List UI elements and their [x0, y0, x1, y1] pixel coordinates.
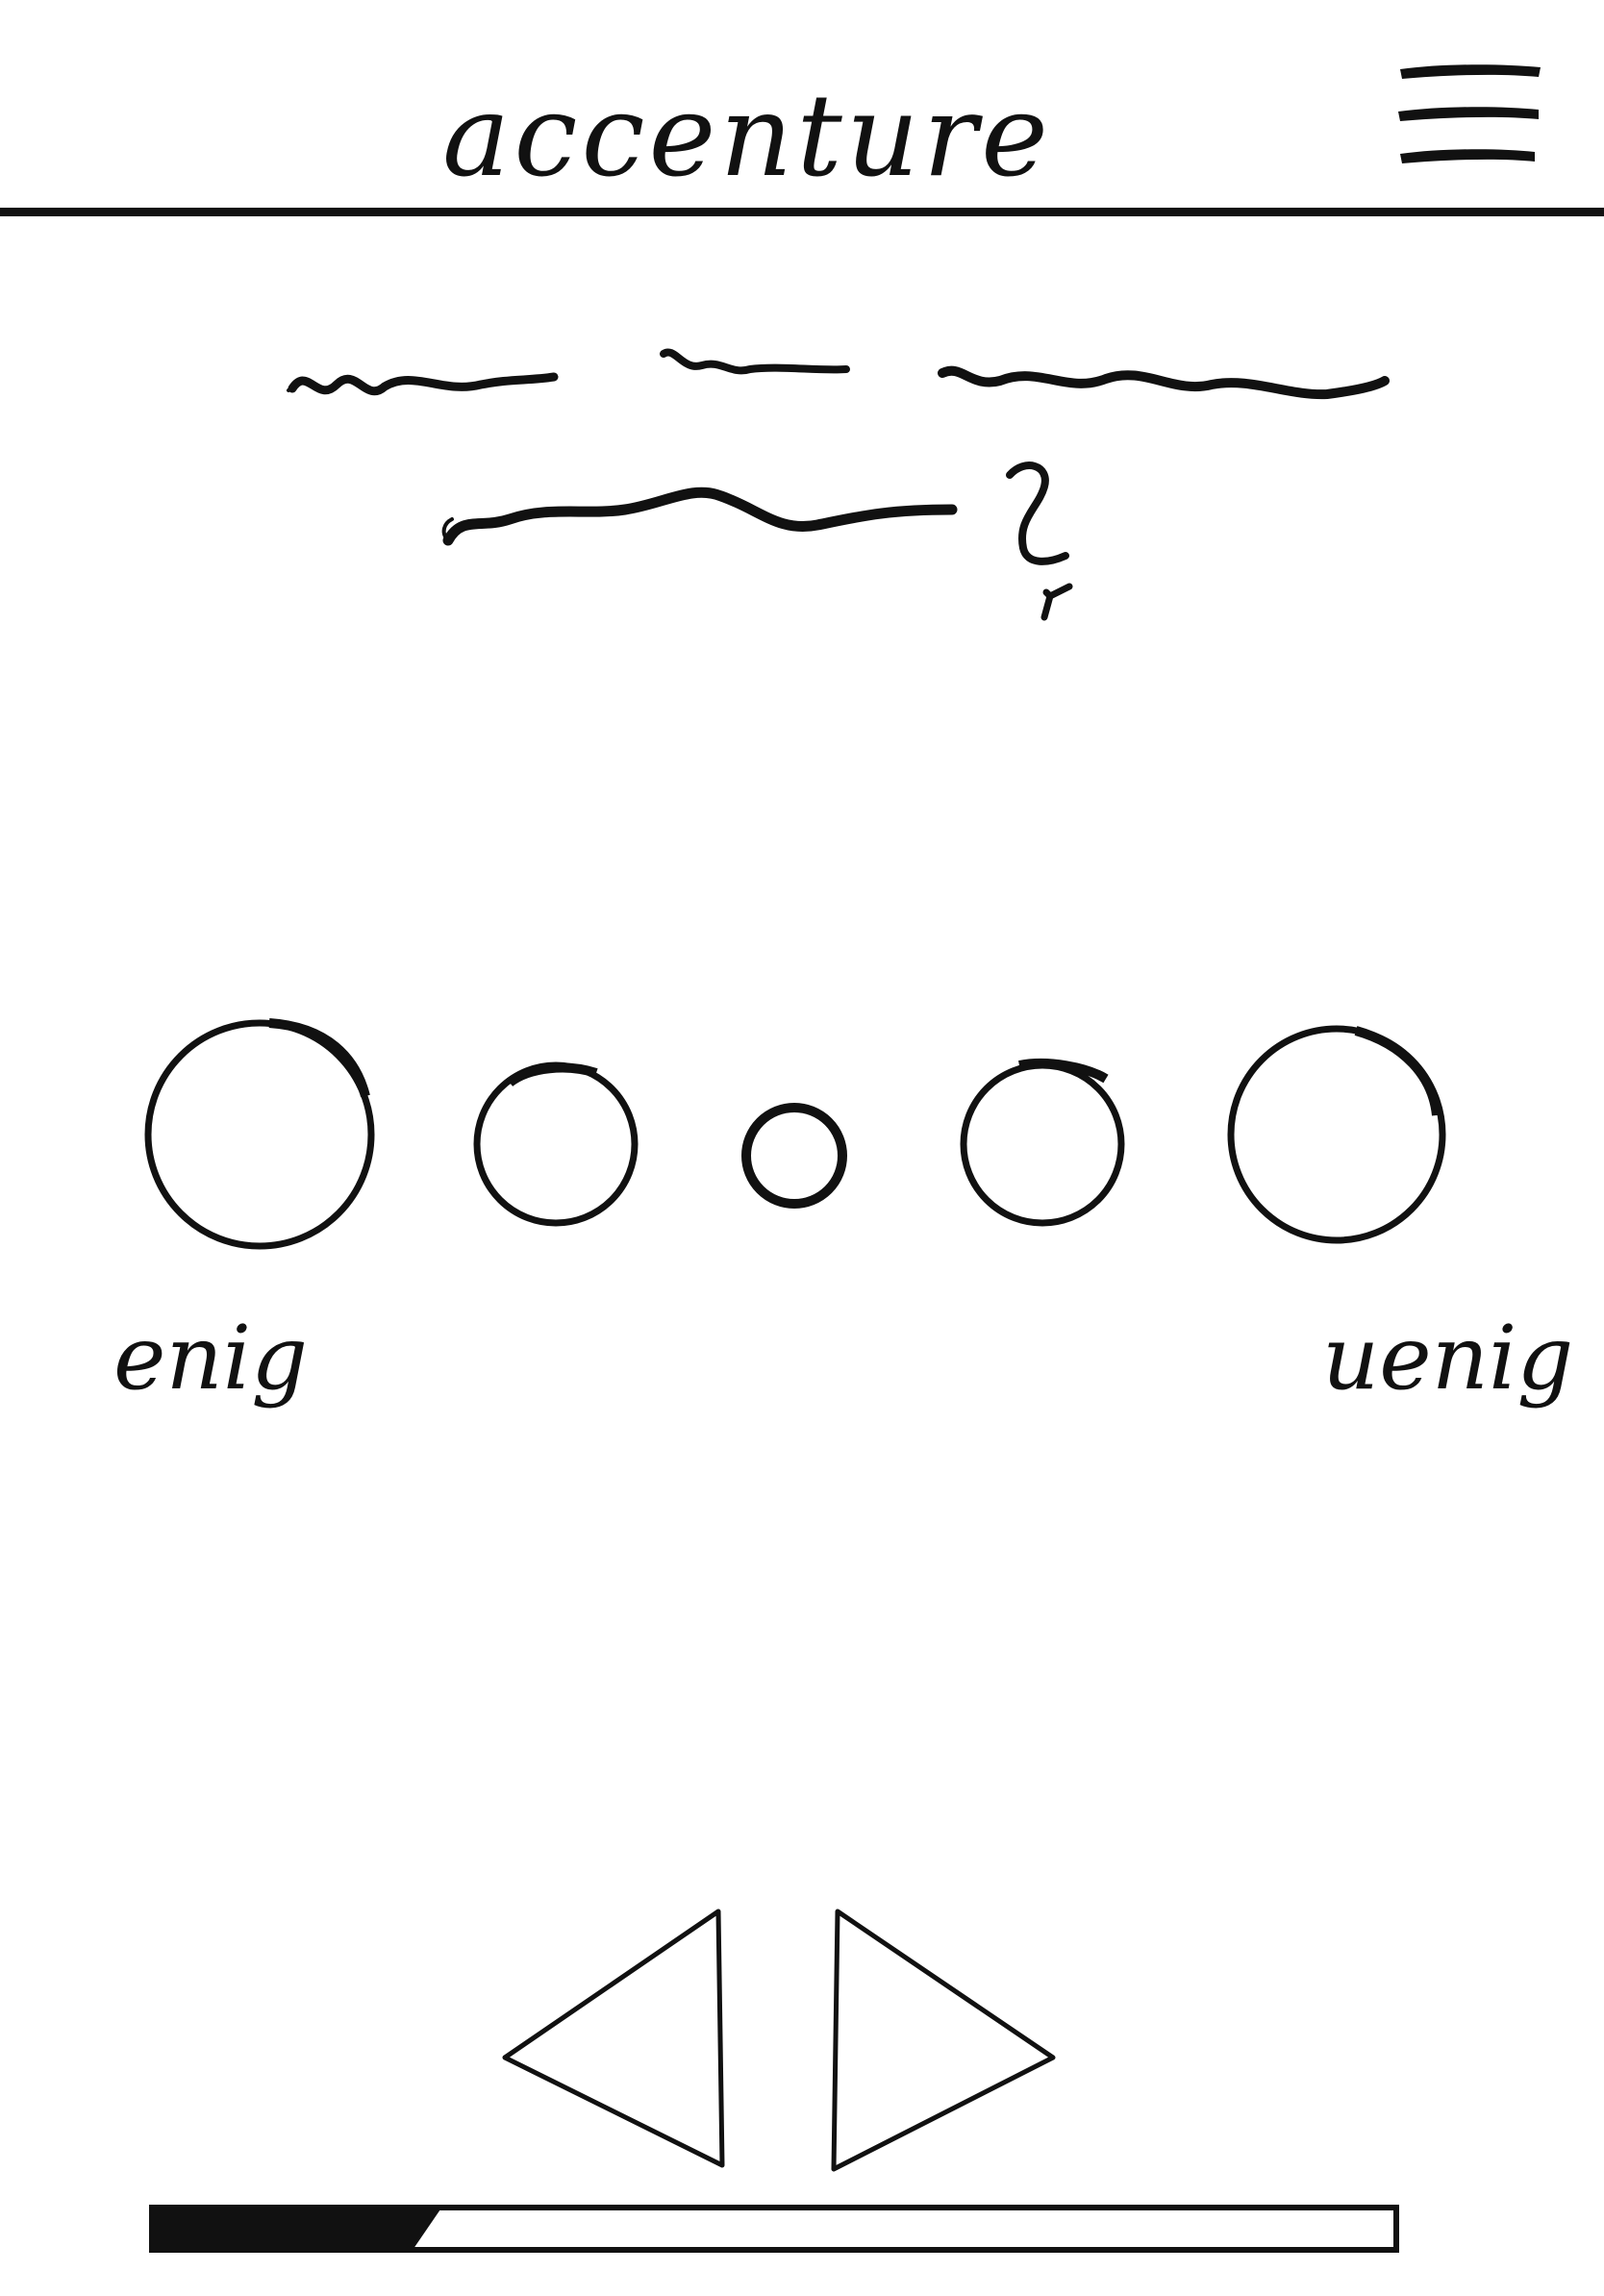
- triangle-left-icon: [502, 1909, 725, 2168]
- scale-label-right: uenig: [1322, 1307, 1574, 1410]
- menu-button[interactable]: [1394, 58, 1548, 183]
- progress-fill: [155, 2210, 439, 2247]
- header: accenture: [0, 0, 1604, 221]
- progress-track: [149, 2205, 1399, 2253]
- progress-bar: [149, 2197, 1409, 2262]
- previous-button[interactable]: [495, 1904, 726, 2183]
- question-mark-icon: [1006, 462, 1073, 621]
- scribble-text-placeholder: [287, 348, 1390, 546]
- scale-option-1[interactable]: [144, 1018, 375, 1250]
- question-placeholder: [287, 348, 1390, 546]
- scale-option-4[interactable]: [960, 1059, 1125, 1227]
- brand-name: accenture: [442, 69, 1053, 202]
- scale-option-3[interactable]: [741, 1103, 847, 1209]
- triangle-right-icon: [831, 1909, 1056, 2172]
- header-divider: [0, 208, 1604, 216]
- likert-scale: [144, 1018, 1446, 1250]
- hamburger-menu-icon: [1398, 64, 1541, 163]
- next-button[interactable]: [822, 1904, 1072, 2183]
- brand-logo: accenture: [442, 35, 1053, 202]
- scale-option-5[interactable]: [1227, 1025, 1446, 1244]
- scale-label-left: enig: [113, 1307, 309, 1410]
- scale-option-2[interactable]: [473, 1061, 639, 1227]
